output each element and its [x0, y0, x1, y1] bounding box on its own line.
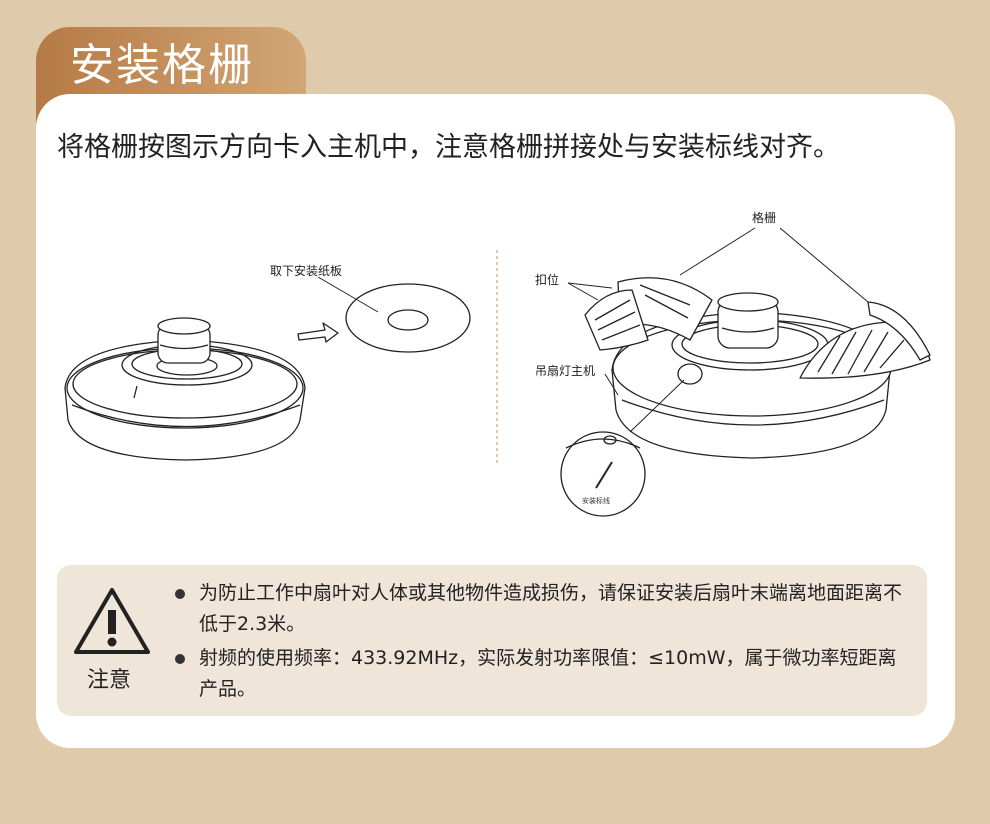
- list-item: 为防止工作中扇叶对人体或其他物件造成损伤，请保证安装后扇叶末端离地面距离不低于2…: [172, 578, 902, 640]
- clip-label: 扣位: [535, 273, 560, 287]
- notice-item-text: 射频的使用频率：433.92MHz，实际发射功率限值：≤10mW，属于微功率短距…: [199, 647, 897, 700]
- notice-list: 为防止工作中扇叶对人体或其他物件造成损伤，请保证安装后扇叶末端离地面距离不低于2…: [172, 578, 902, 708]
- section-title: 安装格栅: [70, 40, 254, 91]
- grille-label: 格栅: [752, 211, 777, 225]
- list-item: 射频的使用频率：433.92MHz，实际发射功率限值：≤10mW，属于微功率短距…: [172, 643, 902, 705]
- main-unit-label: 吊扇灯主机: [535, 364, 596, 378]
- bullet-icon: [175, 589, 185, 599]
- remove-board-label: 取下安装纸板: [270, 264, 343, 278]
- bullet-icon: [175, 654, 185, 664]
- notice-label: 注意: [87, 668, 132, 693]
- install-line-label: 安装标线: [582, 497, 610, 505]
- instruction-text: 将格栅按图示方向卡入主机中，注意格栅拼接处与安装标线对齐。: [57, 132, 840, 163]
- notice-box: [57, 565, 927, 716]
- notice-item-text: 为防止工作中扇叶对人体或其他物件造成损伤，请保证安装后扇叶末端离地面距离不低于2…: [199, 582, 903, 635]
- warning-triangle-icon: [74, 588, 150, 654]
